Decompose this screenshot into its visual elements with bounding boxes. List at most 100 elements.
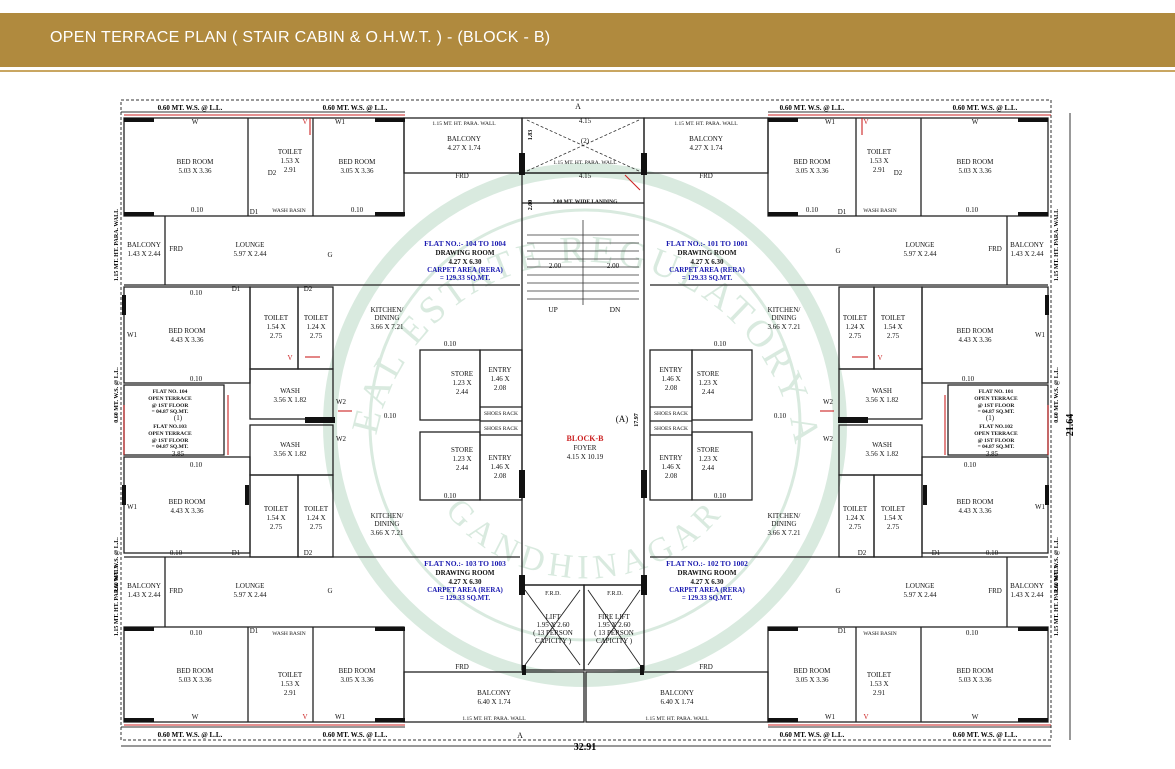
br-bed-mid-size: 4.43 X 3.36 <box>958 507 992 515</box>
tr-toilet-b-h: 2.75 <box>887 332 900 340</box>
br-lounge-size: 5.97 X 2.44 <box>903 591 937 599</box>
core-two: (2) <box>581 137 590 145</box>
br-balcony: BALCONY <box>660 689 694 697</box>
br-d2: D2 <box>858 549 867 557</box>
flat-tl-cv: = 129.33 SQ.MT. <box>440 274 491 282</box>
tr-w1: W1 <box>825 118 836 126</box>
bl-balcony: BALCONY <box>477 689 511 697</box>
core-dn: DN <box>610 305 621 314</box>
tr-lounge: LOUNGE <box>906 241 935 249</box>
br-kitchen-2: DINING <box>772 520 797 528</box>
t101-no: FLAT NO. 101 <box>979 389 1014 395</box>
foyer-size: 4.15 X 10.19 <box>567 453 604 461</box>
tr-v: V <box>863 118 868 126</box>
t102-ot: OPEN TERRACE <box>974 431 1018 437</box>
tl-v: V <box>302 118 307 126</box>
t101-one: (1) <box>986 414 995 422</box>
bl-g: G <box>327 587 332 595</box>
tl-toilet-b-w: 1.54 X <box>266 323 285 331</box>
br-kitchen-size: 3.66 X 7.21 <box>767 529 801 537</box>
t102-no: FLAT NO.102 <box>979 424 1013 430</box>
tl-dim-010b: 0.10 <box>351 206 364 214</box>
ws-label-2: 0.60 MT. W.S. @ L.L. <box>323 104 388 112</box>
tl-toilet-b-h: 2.75 <box>270 332 283 340</box>
tl-d1: D1 <box>250 208 259 216</box>
bl-frd-b: FRD <box>455 663 469 671</box>
fire-lift-size: 1.95 X 2.60 <box>597 621 631 629</box>
tl-toilet: TOILET <box>278 148 303 156</box>
tl-v2: V <box>287 354 292 362</box>
side-para-left-1: 1.15 MT. HT. PARA. WALL <box>114 209 120 281</box>
core-stair-w1: 2.00 <box>549 262 562 270</box>
bl-w2: W2 <box>336 435 347 443</box>
floor-plan: GUJARAT REAL ESTATE REGULATORY AUTHORITY… <box>0 42 1175 769</box>
tl-dim-010e: 0.10 <box>190 375 203 383</box>
tl-d2: D2 <box>268 169 277 177</box>
flat-br-no: FLAT NO.:- 102 TO 1002 <box>666 559 748 568</box>
tr-frd: FRD <box>699 172 713 180</box>
core-stair-top: 4.15 <box>579 117 592 125</box>
bl-w1: W1 <box>127 503 138 511</box>
br-dim-010d: 0.10 <box>966 629 979 637</box>
flat-tr-no: FLAT NO.:- 101 TO 1001 <box>666 239 748 248</box>
tr-balcony-size: 4.27 X 1.74 <box>689 144 723 152</box>
bl-bed-mid-size: 4.43 X 3.36 <box>170 507 204 515</box>
tl-frd: FRD <box>455 172 469 180</box>
tl-g: G <box>327 251 332 259</box>
br-frd: FRD <box>988 587 1002 595</box>
t103-no: FLAT NO.103 <box>153 424 187 430</box>
tr-toilet-b-w: 1.54 X <box>883 323 902 331</box>
tr-lounge-size: 5.97 X 2.44 <box>903 250 937 258</box>
br-entry: ENTRY <box>660 454 683 462</box>
bl-balcony-side-size: 1.43 X 2.44 <box>127 591 161 599</box>
lift-cap1: ( 13 PERSON <box>533 629 573 637</box>
flat-tl-no: FLAT NO.:- 104 TO 1004 <box>424 239 506 248</box>
br-frd-b: FRD <box>699 663 713 671</box>
flat-bl-dr-size: 4.27 X 6.30 <box>448 578 482 586</box>
tl-dim-010d: 0.10 <box>444 340 457 348</box>
t101-ff: @ 1ST FLOOR <box>978 403 1016 409</box>
br-w2: W2 <box>823 435 834 443</box>
tr-d1: D1 <box>838 208 847 216</box>
dim-width: 32.91 <box>574 742 597 753</box>
tl-kitchen-size: 3.66 X 7.21 <box>370 323 404 331</box>
br-toilet-w: 1.53 X <box>869 680 888 688</box>
flat-bl-ca: CARPET AREA (RERA) <box>427 586 503 594</box>
bl-shoes: SHOES RACK <box>484 426 518 432</box>
br-wash-basin: WASH BASIN <box>863 631 896 637</box>
t103-h: 3.85 <box>172 450 185 458</box>
tl-w: W <box>192 118 199 126</box>
flat-tl-ca: CARPET AREA (RERA) <box>427 266 503 274</box>
flat-br-cv: = 129.33 SQ.MT. <box>682 594 733 602</box>
side-ws-left-1: 0.60 MT. W.S. @ L.L. <box>114 367 120 423</box>
t104-one: (1) <box>174 414 183 422</box>
tl-bed-small-size: 3.05 X 3.36 <box>340 167 374 175</box>
bl-toilet-c-h: 2.75 <box>310 523 323 531</box>
bl-toilet-b-w: 1.54 X <box>266 514 285 522</box>
bl-toilet-w: 1.53 X <box>280 680 299 688</box>
tr-bed-mid: BED ROOM <box>957 327 995 335</box>
t102-ff: @ 1ST FLOOR <box>978 438 1016 444</box>
br-entry-h: 2.08 <box>665 472 678 480</box>
bl-store: STORE <box>451 446 473 454</box>
tr-toilet-c-w: 1.24 X <box>845 323 864 331</box>
tr-g: G <box>835 247 840 255</box>
bl-dim-010c: 0.10 <box>444 492 457 500</box>
tl-bed-mid: BED ROOM <box>169 327 207 335</box>
ws-label-1: 0.60 MT. W.S. @ L.L. <box>158 104 223 112</box>
tr-kitchen-2: DINING <box>772 314 797 322</box>
ws-label-4: 0.60 MT. W.S. @ L.L. <box>953 104 1018 112</box>
bl-bed-small: BED ROOM <box>339 667 377 675</box>
bl-kitchen-1: KITCHEN/ <box>371 512 404 520</box>
tl-store-h: 2.44 <box>456 388 469 396</box>
br-toilet-c-h: 2.75 <box>849 523 862 531</box>
fire-lift-name: FIRE LIFT <box>598 613 630 621</box>
flat-tr-dr-size: 4.27 X 6.30 <box>690 258 724 266</box>
tr-bed-small-size: 3.05 X 3.36 <box>795 167 829 175</box>
tr-w2: W2 <box>823 398 834 406</box>
br-toilet-b: TOILET <box>881 505 906 513</box>
tr-entry-h: 2.08 <box>665 384 678 392</box>
tl-bed-small: BED ROOM <box>339 158 377 166</box>
tl-toilet-b: TOILET <box>264 314 289 322</box>
tr-frd-b: FRD <box>988 245 1002 253</box>
